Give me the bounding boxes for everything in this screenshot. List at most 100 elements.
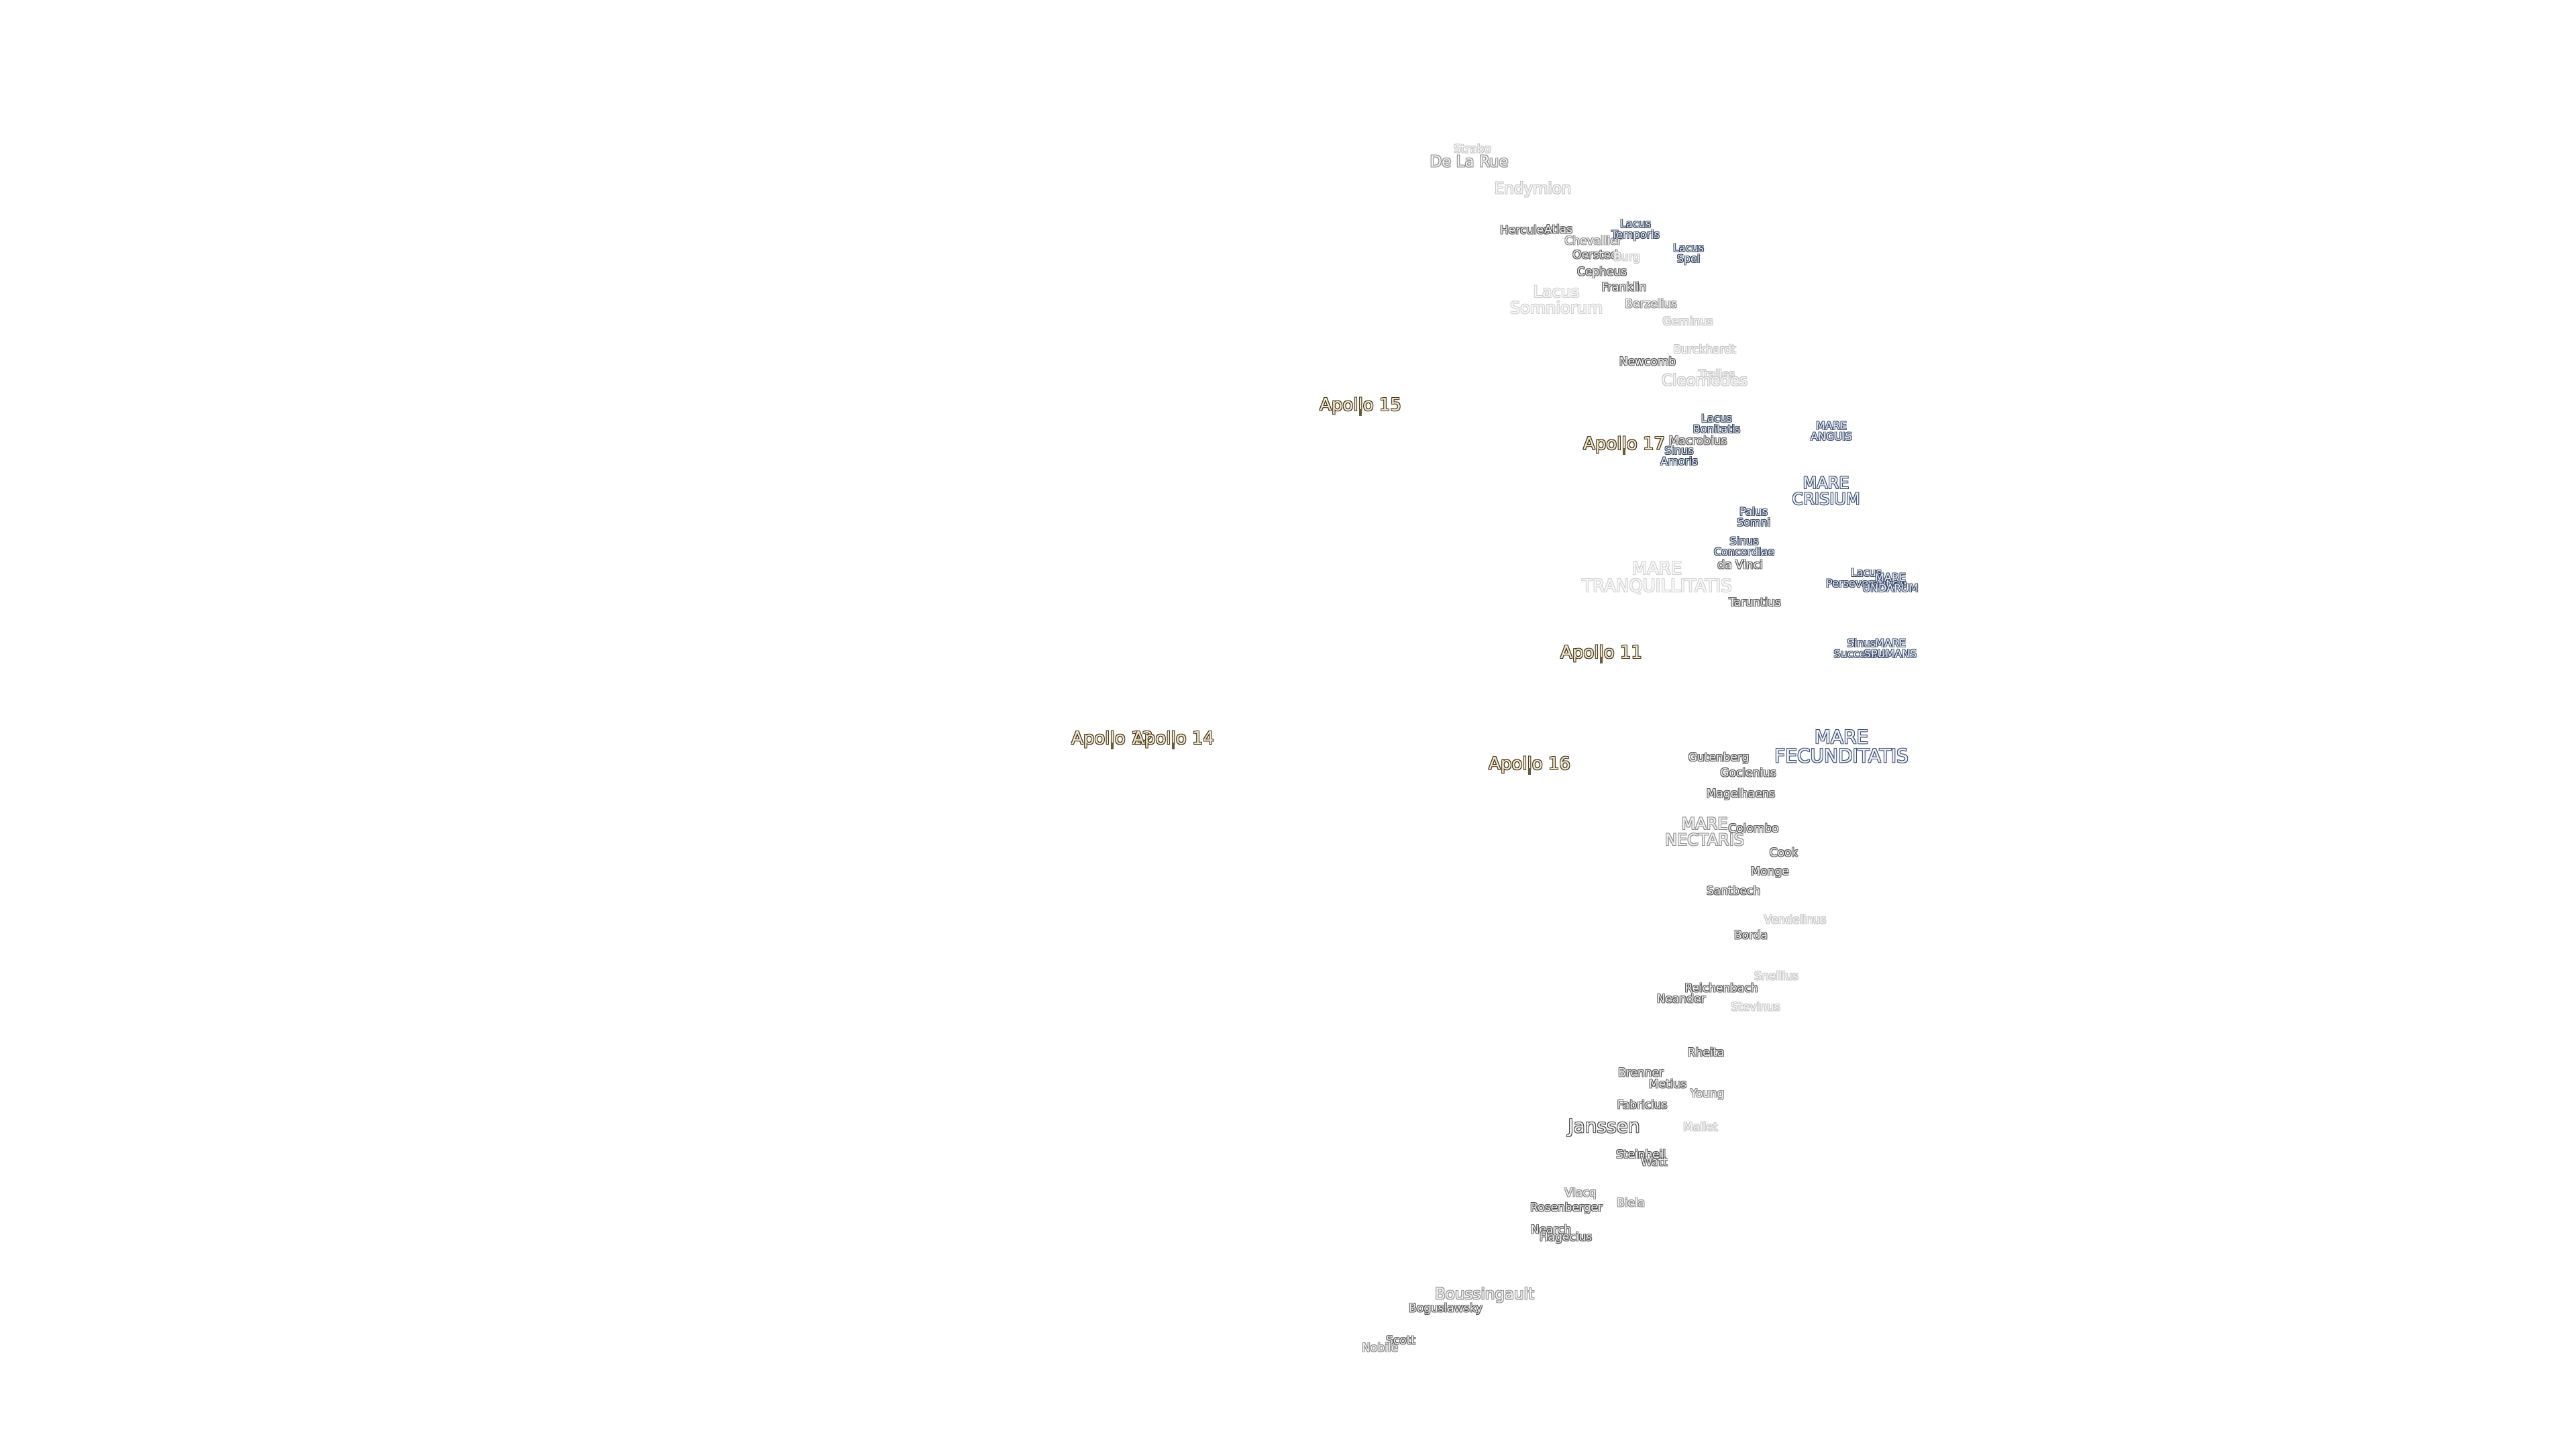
crater-label-mallet: Mallet bbox=[1683, 1120, 1718, 1134]
crater-label-snellius: Snellius bbox=[1754, 969, 1799, 983]
feature-label-line: ANGUIS bbox=[1811, 430, 1852, 443]
crater-label-brenner: Brenner bbox=[1618, 1066, 1664, 1080]
feature-label-line: Spei bbox=[1676, 252, 1701, 265]
feature-label-line: Bonitatis bbox=[1693, 423, 1741, 435]
landing-site-marker-icon bbox=[1600, 657, 1603, 663]
crater-label-young: Young bbox=[1690, 1087, 1725, 1101]
crater-label-vlacq: Vlacq bbox=[1564, 1186, 1597, 1200]
feature-label-line: Sinus bbox=[1664, 444, 1694, 457]
landing-site-marker-icon bbox=[1111, 743, 1114, 749]
feature-label-line: MARE bbox=[1681, 814, 1728, 833]
crater-label-endymion: Endymion bbox=[1494, 180, 1572, 198]
crater-label-stevinus: Stevinus bbox=[1731, 1000, 1780, 1014]
crater-label-biela: Biela bbox=[1617, 1196, 1645, 1210]
crater-label-monge: Monge bbox=[1750, 865, 1789, 879]
crater-label-nearch: Nearch bbox=[1530, 1223, 1572, 1237]
feature-label-line: NECTARIS bbox=[1664, 830, 1745, 849]
crater-label-burckhardt: Burckhardt bbox=[1673, 343, 1736, 357]
crater-label-taruntius: Taruntius bbox=[1729, 596, 1781, 610]
crater-label-cleomedes: Cleomedes bbox=[1662, 372, 1748, 390]
feature-label-line: MARE bbox=[1875, 571, 1906, 584]
feature-label-line: Lacus bbox=[1850, 566, 1882, 579]
crater-label-macrobius: Macrobius bbox=[1668, 434, 1727, 448]
feature-label-line: Somni bbox=[1736, 516, 1771, 529]
feature-label-line: MARE bbox=[1803, 474, 1849, 492]
crater-label-colombo: Colombo bbox=[1728, 822, 1779, 836]
feature-label-line: Lacus bbox=[1673, 241, 1704, 254]
feature-label-line: Concordiae bbox=[1713, 545, 1775, 558]
landing-site-marker-icon bbox=[1623, 448, 1625, 455]
crater-label-franklin: Franklin bbox=[1601, 280, 1647, 294]
feature-label-line: SPUMANS bbox=[1864, 647, 1917, 660]
crater-label-tralles: Tralles bbox=[1698, 368, 1735, 382]
landing-site-marker-icon bbox=[1528, 768, 1531, 775]
crater-label-nobile: Nobile bbox=[1362, 1341, 1398, 1355]
crater-label-berzelius: Berzelius bbox=[1625, 297, 1677, 311]
crater-label-borda: Borda bbox=[1734, 928, 1768, 943]
crater-label-gutenberg: Gutenberg bbox=[1688, 751, 1750, 765]
crater-label-atlas: Atlas bbox=[1544, 223, 1572, 237]
crater-label-hagecius: Hagecius bbox=[1539, 1230, 1593, 1244]
crater-label-metius: Metius bbox=[1648, 1077, 1687, 1091]
feature-label-line: Amoris bbox=[1660, 455, 1698, 468]
crater-label-reichenbach: Reichenbach bbox=[1684, 981, 1758, 996]
feature-label-line: MARE bbox=[1816, 419, 1847, 432]
feature-label-line: MARE bbox=[1814, 726, 1869, 748]
crater-label-goclenius: Goclenius bbox=[1720, 766, 1776, 780]
crater-label-steinheil: Steinheil bbox=[1615, 1148, 1666, 1162]
feature-label-line: Sinus bbox=[1729, 535, 1759, 547]
crater-label-janssen: Janssen bbox=[1568, 1115, 1640, 1137]
feature-label-line: Lacus bbox=[1533, 282, 1580, 301]
crater-label-chevallier: Chevallier bbox=[1564, 234, 1622, 248]
crater-label-vendelinus: Vendelinus bbox=[1764, 913, 1827, 927]
feature-label-line: CRISIUM bbox=[1792, 490, 1860, 508]
crater-label-santbech: Santbech bbox=[1706, 884, 1761, 898]
crater-label-de-la-rue: De La Rue bbox=[1430, 153, 1509, 171]
crater-label-geminus: Geminus bbox=[1662, 315, 1713, 329]
feature-label-line: Sinus bbox=[1847, 637, 1876, 649]
feature-label-line: Lacus bbox=[1619, 217, 1651, 230]
crater-label-cepheus: Cepheus bbox=[1577, 265, 1627, 279]
landing-site-marker-icon bbox=[1359, 409, 1362, 416]
crater-label-da-vinci: da Vinci bbox=[1717, 558, 1763, 572]
crater-label-cook: Cook bbox=[1769, 846, 1799, 860]
landing-site-marker-icon bbox=[1172, 743, 1175, 749]
crater-label-rheita: Rheita bbox=[1687, 1046, 1725, 1060]
feature-label-line: TRANQUILLITATIS bbox=[1582, 576, 1732, 596]
feature-label-line: Palus bbox=[1739, 505, 1768, 518]
crater-label-magelhaens: Magelhaens bbox=[1706, 787, 1776, 801]
crater-label-watt: Watt bbox=[1641, 1155, 1668, 1169]
feature-label-line: MARE bbox=[1631, 559, 1682, 579]
feature-label-line: UNDARUM bbox=[1862, 582, 1919, 594]
feature-label-line: Somniorum bbox=[1509, 299, 1603, 317]
crater-label-strabo: Strabo bbox=[1453, 142, 1492, 156]
feature-label-line: Successus bbox=[1833, 647, 1890, 660]
feature-label-line: Perseverantiae bbox=[1826, 577, 1907, 590]
crater-label-neander: Neander bbox=[1656, 992, 1706, 1006]
crater-label-boussingault: Boussingault bbox=[1434, 1285, 1535, 1303]
crater-label-rosenberger: Rosenberger bbox=[1530, 1201, 1603, 1215]
feature-label-line: MARE bbox=[1875, 637, 1906, 649]
crater-label-newcomb: Newcomb bbox=[1619, 355, 1676, 369]
crater-label-boguslawsky: Boguslawsky bbox=[1409, 1301, 1483, 1316]
crater-label-oersted: Oersted bbox=[1572, 248, 1618, 262]
crater-label-burg: Burg bbox=[1613, 250, 1640, 264]
crater-label-fabricius: Fabricius bbox=[1617, 1098, 1668, 1112]
feature-label-line: FECUNDITATIS bbox=[1774, 745, 1909, 767]
